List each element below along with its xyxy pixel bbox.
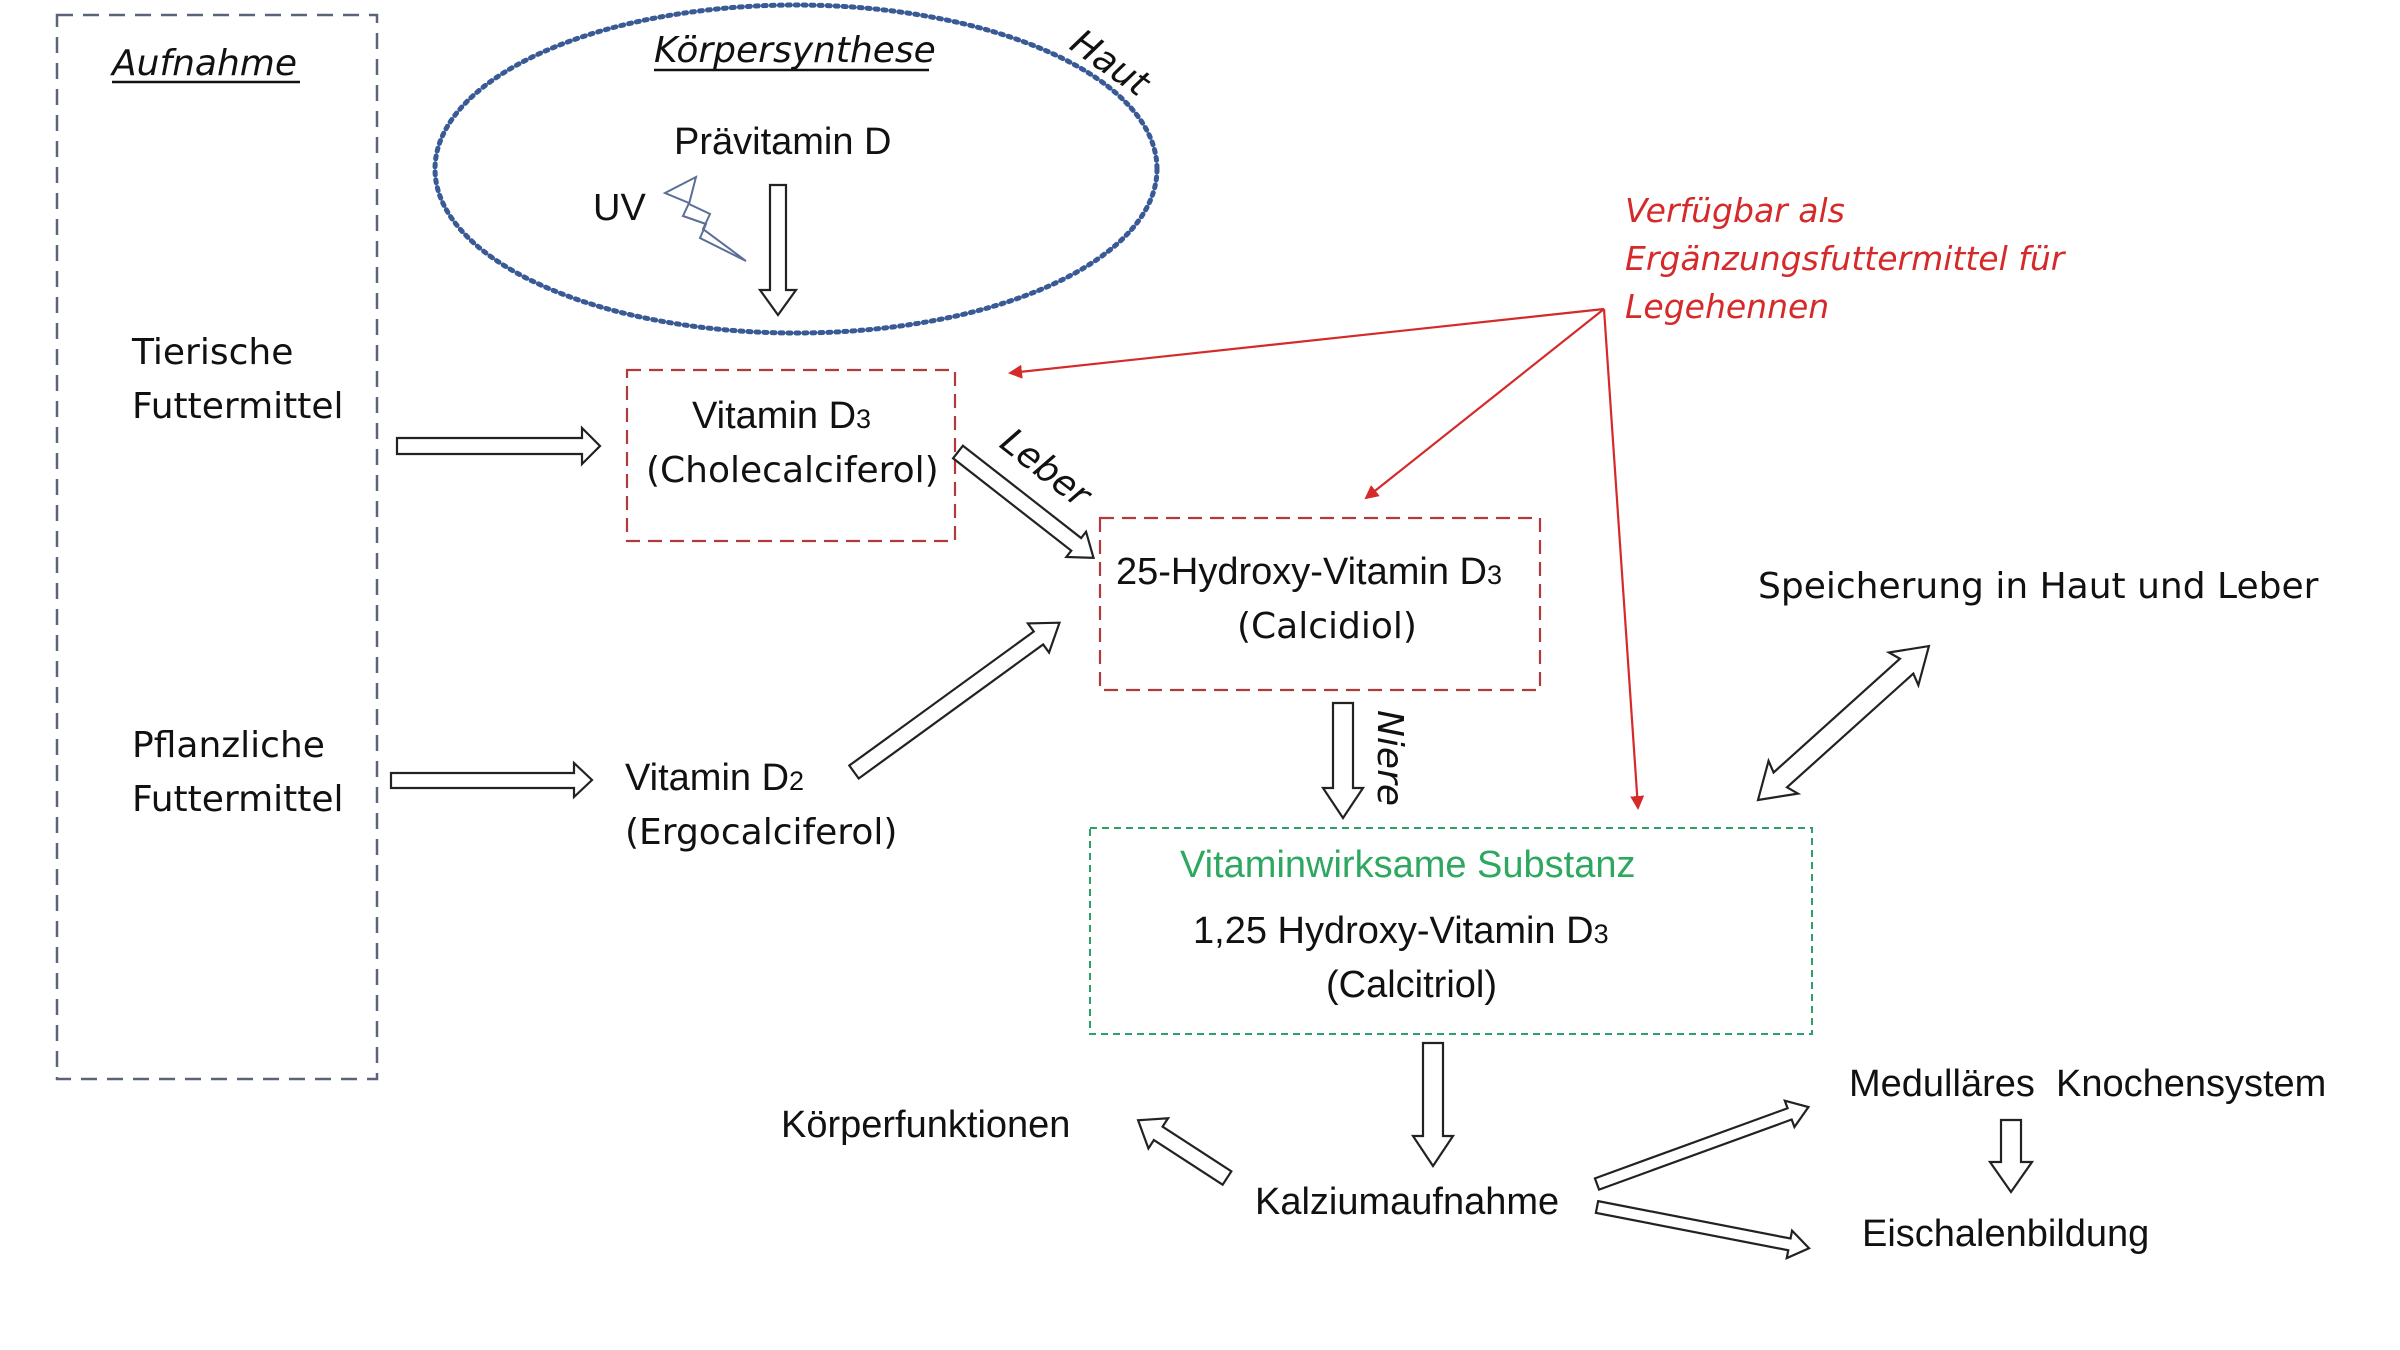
storage-label: Speicherung in Haut und Leber [1758,566,2319,607]
red-arrow-to-calcitriol [1602,308,1645,810]
vitamin-d2-chem-name: (Ergocalciferol) [625,812,897,853]
intake-title: Aufnahme [110,43,297,84]
arrow-calcium-to-body-functions [1136,1116,1233,1187]
skin-label: Haut [1063,22,1159,106]
vitamin-d3-subscript: 3 [856,404,871,434]
hydroxy-25-box [1098,516,1542,692]
synthesis-title: Körpersynthese [654,30,936,71]
vitamin-d2-name-text: Vitamin D [625,757,789,799]
animal-feed-label-line2: Futtermittel [132,386,344,427]
vitamin-d3-name-text: Vitamin D [692,395,856,437]
active-substance-box [1089,827,1813,1035]
arrow-25oh-to-calcitriol [1320,701,1366,820]
arrow-d3-to-25oh [951,444,1096,560]
hydroxy-25-chem-name: (Calcidiol) [1237,606,1417,647]
medullary-bone-label: Medulläres Knochensystem [1849,1063,2326,1105]
hydroxy-25-name: 25-Hydroxy-Vitamin D3 [1116,551,1502,593]
vitamin-d3-box [625,368,957,543]
intake-box [55,13,379,1081]
uv-lightning-icon [662,175,747,262]
supplement-note-line3: Legehennen [1625,287,1829,326]
plant-feed-label-line1: Pflanzliche [132,725,325,766]
arrow-calcium-to-eggshell [1594,1199,1811,1261]
plant-feed-label-line2: Futtermittel [132,779,344,820]
active-substance-name-text: 1,25 Hydroxy-Vitamin D [1193,910,1594,952]
hydroxy-25-subscript: 3 [1487,560,1502,590]
active-substance-subscript: 3 [1594,919,1609,949]
arrow-calcitriol-to-calcium [1410,1041,1456,1168]
active-substance-chem-name: (Calcitriol) [1326,964,1497,1006]
arrow-previtamin-to-d3 [757,183,799,317]
active-substance-heading: Vitaminwirksame Substanz [1180,844,1635,886]
supplement-note-line1: Verfügbar als [1625,191,1845,230]
kidney-label: Niere [1369,710,1410,806]
previtamin-d-label: Prävitamin D [674,121,892,163]
arrow-plant-feed-to-d2 [389,760,594,800]
animal-feed-label-line1: Tierische [131,332,293,373]
calcium-uptake-label: Kalziumaufnahme [1255,1181,1559,1223]
vitamin-d3-chem-name: (Cholecalciferol) [646,450,939,491]
vitamin-d2-subscript: 2 [789,766,804,796]
skin-ellipse [432,2,1160,336]
arrow-animal-feed-to-d3 [395,425,602,467]
red-arrow-to-25oh [1364,308,1605,500]
vitamin-d2-name: Vitamin D2 [625,757,804,799]
red-arrow-to-d3 [1008,307,1605,379]
arrow-calcium-to-medullary-bone [1593,1099,1811,1192]
body-functions-label: Körperfunktionen [781,1104,1070,1146]
arrow-medullary-to-eggshell [1987,1118,2035,1194]
active-substance-name: 1,25 Hydroxy-Vitamin D3 [1193,910,1609,952]
hydroxy-25-name-text: 25-Hydroxy-Vitamin D [1116,551,1487,593]
supplement-note-line2: Ergänzungsfuttermittel für [1625,239,2067,278]
arrow-d2-to-25oh [847,621,1062,781]
uv-label: UV [593,187,646,229]
eggshell-formation-label: Eischalenbildung [1862,1213,2149,1255]
arrow-storage-bidirectional [1756,644,1931,802]
vitamin-d3-name: Vitamin D3 [692,395,871,437]
